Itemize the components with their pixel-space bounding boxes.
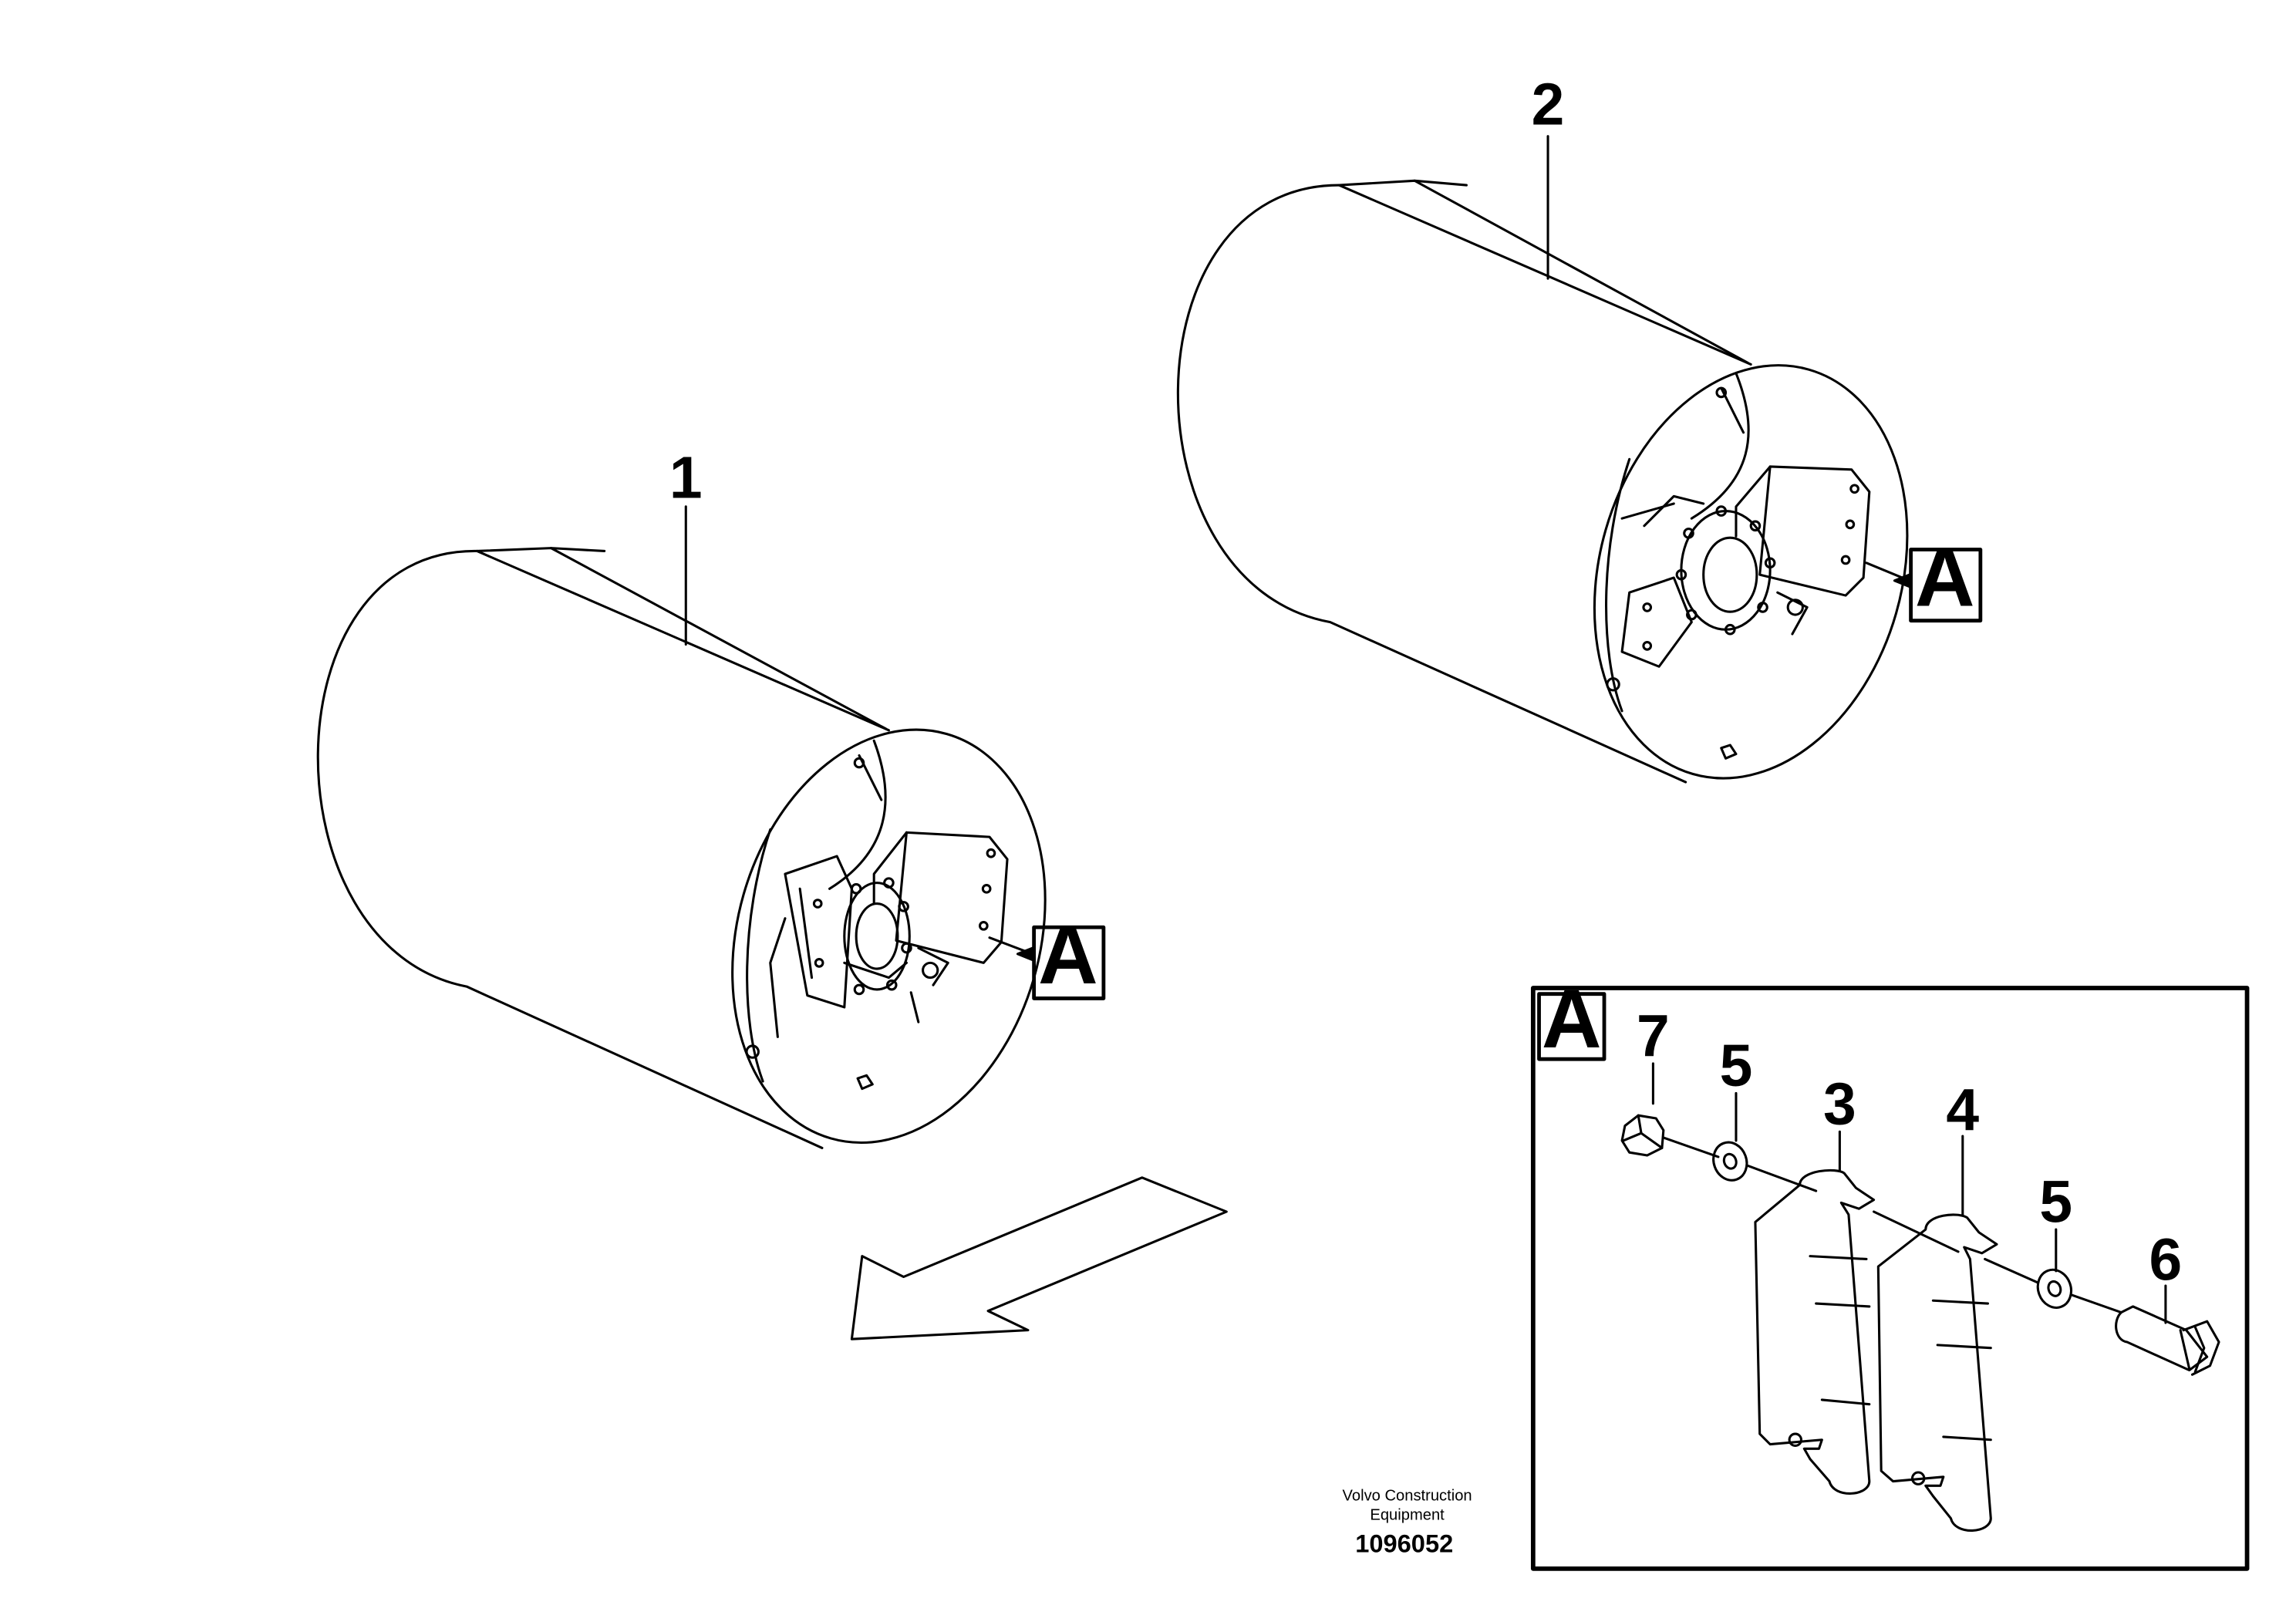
detail-label-1: A: [1038, 909, 1098, 1001]
part-6: 6: [2149, 1226, 2183, 1293]
callout-1: 1: [669, 444, 703, 511]
part-7: 7: [1637, 1003, 1670, 1069]
company-line-1: Volvo Construction: [1343, 1488, 1472, 1505]
detail-frame: [1530, 986, 2250, 1571]
detail-title: A: [1542, 973, 1602, 1065]
detail-label-2: A: [1915, 531, 1975, 624]
part-5a: 5: [1720, 1033, 1753, 1099]
doc-number: 1096052: [1355, 1529, 1453, 1558]
callout-2: 2: [1532, 71, 1565, 137]
part-5b: 5: [2039, 1168, 2072, 1235]
detail-label-box-2: [1909, 548, 1983, 623]
company-line-2: Equipment: [1370, 1506, 1445, 1523]
drum-2: [1176, 179, 1909, 784]
direction-arrow: [850, 1176, 1228, 1340]
part-4: 4: [1946, 1077, 1979, 1143]
part-3: 3: [1823, 1071, 1856, 1138]
detail-label-box-1: [1032, 925, 1106, 1000]
drum-1: [316, 547, 1047, 1149]
detail-a-parts: [1620, 1114, 2220, 1532]
detail-title-box: [1537, 992, 1607, 1061]
